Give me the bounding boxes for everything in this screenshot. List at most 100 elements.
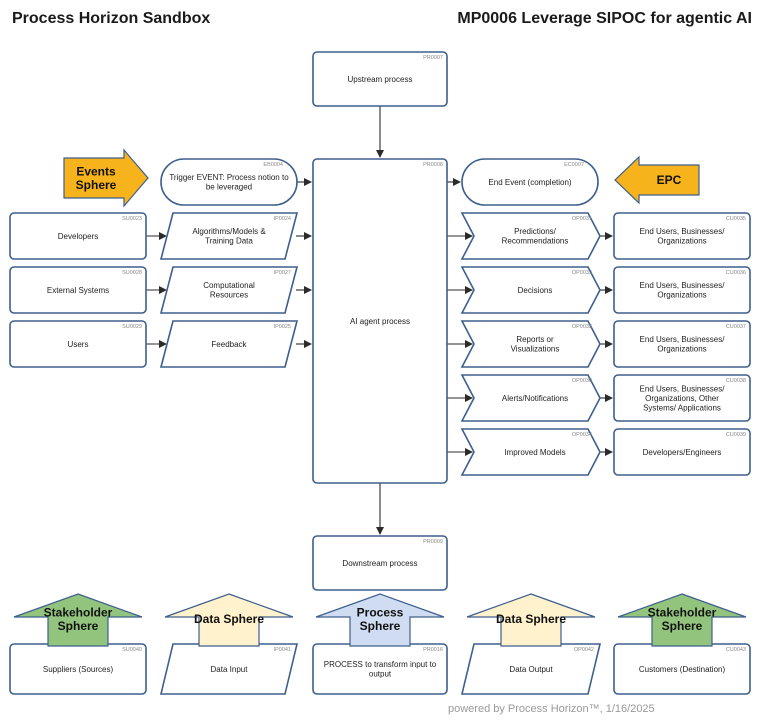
node-id: CU0036 [726, 270, 746, 276]
node-id: PR0016 [423, 647, 443, 653]
node-label: Predictions/Recommendations [502, 227, 569, 246]
app-title: Process Horizon Sandbox [12, 10, 211, 27]
node-id: IP0025 [274, 324, 291, 330]
node-shape [613, 320, 751, 368]
node-label: Developers/Engineers [643, 448, 722, 457]
node-label: Users [68, 340, 89, 349]
node-shape [312, 535, 448, 591]
node-shape [461, 158, 599, 206]
callout-arrow-shape [614, 155, 700, 205]
node-id: CU0037 [726, 324, 746, 330]
node-shape [460, 374, 601, 422]
node-id: PR0009 [423, 539, 443, 545]
node-shape [460, 212, 601, 260]
node-id: SU0029 [122, 324, 142, 330]
sphere-arrow-shape [617, 593, 747, 647]
sphere-data-4: Data Sphere [466, 593, 596, 647]
node-label: Downstream process [342, 559, 417, 568]
node-label: Customers (Destination) [639, 665, 726, 674]
node-id: EC0007 [564, 162, 584, 168]
node-id: OP0030 [572, 378, 592, 384]
node-label: End Users, Businesses/Organizations [640, 281, 726, 300]
node-shape [460, 266, 601, 314]
node-shape [613, 428, 751, 476]
node-shape [460, 320, 601, 368]
node-label: Feedback [211, 340, 247, 349]
node-id: OP0042 [574, 647, 594, 653]
node-shape [9, 212, 147, 260]
node-id: CU0038 [726, 378, 746, 384]
ai-agent-process[interactable]: PR0008 AI agent process [312, 158, 448, 484]
node-label: Suppliers (Sources) [43, 665, 114, 674]
node-shape [160, 158, 298, 206]
node-label: Data Sphere [496, 612, 566, 626]
node-label: Improved Models [504, 448, 565, 457]
node-label: End Users, Businesses/Organizations [640, 227, 726, 246]
node-shape [9, 266, 147, 314]
node-id: OP0033 [572, 324, 592, 330]
node-label: External Systems [47, 286, 109, 295]
node-shape [460, 428, 601, 476]
node-id: IP0027 [274, 270, 291, 276]
callout-arrow-shape [63, 148, 149, 208]
node-id: IP0024 [274, 216, 291, 222]
node-shape [613, 212, 751, 260]
epc-callout: EPC [614, 155, 700, 205]
node-label: AI agent process [350, 317, 410, 326]
sphere-arrow-shape [315, 593, 445, 647]
footer-credit: powered by Process Horizon™, 1/16/2025 [448, 703, 655, 715]
node-shape [159, 212, 299, 260]
node-shape [159, 320, 299, 368]
node-label: Algorithms/Models &Training Data [192, 227, 266, 246]
node-id: OP0032 [572, 270, 592, 276]
node-id: OP0031 [572, 216, 592, 222]
sphere-arrow-shape [13, 593, 143, 647]
node-id: OP0034 [572, 432, 592, 438]
node-shape [312, 158, 448, 484]
node-shape [613, 266, 751, 314]
node-label: End Event (completion) [488, 178, 571, 187]
node-label: Upstream process [348, 75, 413, 84]
node-label: EPC [657, 173, 682, 187]
sphere-arrow-shape [466, 593, 596, 647]
node-id: PR0008 [423, 162, 443, 168]
node-label: End Users, Businesses/Organizations, Oth… [640, 384, 726, 412]
node-shape [613, 374, 751, 422]
node-label: Decisions [518, 286, 553, 295]
